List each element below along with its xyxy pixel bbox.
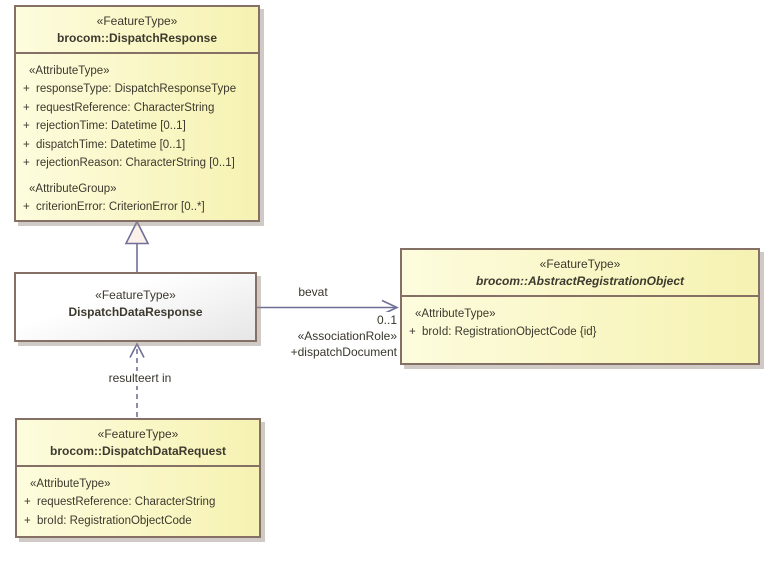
attribute-row: + broId: RegistrationObjectCode {id}: [402, 323, 756, 342]
attribute-compartment: «AttributeType» + requestReference: Char…: [17, 467, 259, 536]
attribute-type-header: «AttributeType»: [29, 65, 110, 77]
visibility-marker: +: [24, 496, 31, 508]
attribute-text: responseType: DispatchResponseType: [36, 83, 237, 95]
attribute-text: criterionError: CriterionError [0..*]: [36, 200, 205, 213]
class-title: «FeatureType» brocom::AbstractRegistrati…: [402, 250, 758, 297]
attribute-row: + criterionError: CriterionError [0..*]: [16, 198, 256, 217]
dependency-name-label: resulteert in: [92, 371, 188, 386]
class-title: «FeatureType» brocom::DispatchResponse: [16, 7, 258, 54]
class-dispatch-data-response[interactable]: «FeatureType» DispatchDataResponse: [14, 272, 257, 342]
class-name: brocom::AbstractRegistrationObject: [475, 274, 685, 288]
dependency-edge[interactable]: [129, 342, 145, 417]
attribute-row: + rejectionTime: Datetime [0..1]: [16, 117, 256, 136]
class-stereotype: «FeatureType»: [539, 257, 621, 271]
generalization-edge[interactable]: [124, 219, 150, 273]
attribute-row: + dispatchTime: Datetime [0..1]: [16, 136, 256, 155]
visibility-marker: +: [23, 200, 30, 213]
class-name: DispatchDataResponse: [68, 305, 203, 319]
association-name-label: bevat: [282, 285, 344, 300]
attribute-group-header: «AttributeGroup»: [29, 182, 117, 195]
visibility-marker: +: [23, 120, 30, 132]
attribute-type-header: «AttributeType»: [30, 478, 111, 490]
attribute-text: broId: RegistrationObjectCode {id}: [422, 326, 597, 338]
class-dispatch-response[interactable]: «FeatureType» brocom::DispatchResponse «…: [14, 5, 260, 222]
class-name: brocom::DispatchResponse: [56, 31, 218, 45]
class-stereotype: «FeatureType»: [96, 14, 178, 28]
attribute-text: requestReference: CharacterString: [36, 101, 215, 114]
attribute-row: + requestReference: CharacterString: [16, 99, 256, 118]
association-role-stereotype: «AssociationRole»: [297, 329, 397, 343]
attribute-row: + responseType: DispatchResponseType: [16, 80, 256, 99]
visibility-marker: +: [23, 101, 30, 114]
class-abstract-registration-object[interactable]: «FeatureType» brocom::AbstractRegistrati…: [400, 248, 760, 365]
attribute-type-header: «AttributeType»: [415, 308, 496, 320]
association-multiplicity: 0..1: [376, 313, 397, 327]
attribute-text: rejectionReason: CharacterString [0..1]: [36, 157, 235, 169]
class-name: brocom::DispatchDataRequest: [49, 444, 227, 458]
attribute-text: broId: RegistrationObjectCode: [37, 514, 192, 527]
visibility-marker: +: [23, 138, 30, 151]
attribute-row: + requestReference: CharacterString: [17, 493, 257, 512]
attribute-text: dispatchTime: Datetime [0..1]: [36, 138, 186, 151]
association-role-name: +dispatchDocument: [290, 345, 397, 359]
attribute-row: + rejectionReason: CharacterString [0..1…: [16, 154, 256, 173]
visibility-marker: +: [23, 83, 30, 95]
attribute-text: requestReference: CharacterString: [37, 496, 216, 508]
class-stereotype: «FeatureType»: [97, 427, 179, 441]
attribute-text: rejectionTime: Datetime [0..1]: [36, 120, 186, 132]
class-title: «FeatureType» DispatchDataResponse: [16, 274, 255, 326]
class-title: «FeatureType» brocom::DispatchDataReques…: [17, 420, 259, 467]
visibility-marker: +: [24, 514, 31, 527]
attribute-row: + broId: RegistrationObjectCode: [17, 512, 257, 531]
association-target-end-labels: 0..1 «AssociationRole» +dispatchDocument: [290, 312, 397, 360]
attribute-compartment: «AttributeType» + broId: RegistrationObj…: [402, 297, 758, 348]
class-stereotype: «FeatureType»: [95, 288, 176, 302]
visibility-marker: +: [409, 326, 416, 338]
visibility-marker: +: [23, 157, 30, 169]
class-dispatch-data-request[interactable]: «FeatureType» brocom::DispatchDataReques…: [15, 418, 261, 538]
attribute-compartment: «AttributeType» + responseType: Dispatch…: [16, 54, 258, 222]
